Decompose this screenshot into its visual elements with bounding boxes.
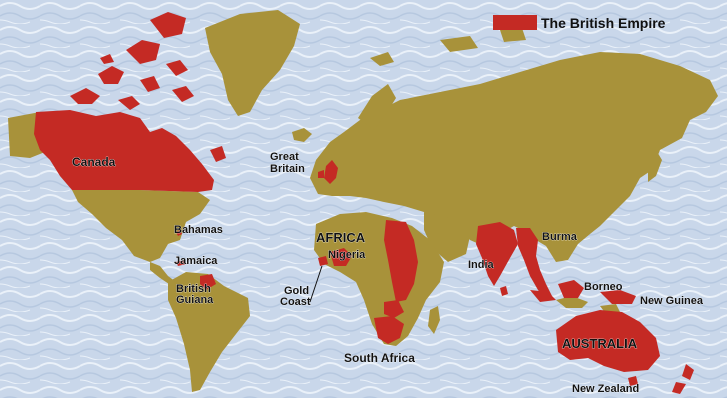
landmass-iceland [292,128,312,142]
label-australia: AUSTRALIA [562,336,638,351]
region-india [476,222,518,286]
label-gold-coast-line2: Coast [280,296,311,308]
landmass-arctic-russia-islands [370,28,526,66]
gold-coast-leader-line [309,265,323,303]
legend-swatch [493,15,537,30]
region-tasmania [628,376,638,386]
region-new-guinea [600,290,636,304]
label-bahamas: Bahamas [174,224,223,236]
region-borneo [558,280,584,298]
landmass-south-america [168,272,250,392]
landmass-madagascar [428,306,440,334]
region-new-zealand [672,364,694,394]
region-newfoundland [210,146,226,162]
landmass-central-america [150,262,176,286]
legend: The British Empire [493,15,666,31]
label-canada: Canada [72,155,116,169]
legend-label: The British Empire [541,15,666,31]
label-jamaica: Jamaica [174,255,218,267]
region-bahamas [176,230,182,236]
landmass-greenland [205,10,300,116]
region-ceylon [500,286,508,296]
region-nigeria [330,248,352,266]
region-south-africa [374,316,404,344]
region-great-britain [318,160,338,184]
label-british-guiana-line1: British [176,283,211,295]
label-burma: Burma [542,231,578,243]
label-great-britain-line2: Britain [270,163,305,175]
label-borneo: Borneo [584,281,623,293]
region-australia [556,310,660,372]
label-new-guinea: New Guinea [640,295,704,307]
label-new-zealand: New Zealand [572,383,639,395]
landmass-scandinavia [358,84,396,130]
label-great-britain-line1: Great [270,151,299,163]
region-british-guiana [200,274,216,290]
landmass-eurasia [310,52,718,262]
label-india: India [468,259,495,271]
label-british-guiana-line2: Guiana [176,294,214,306]
landmass-usa-mexico [72,190,210,262]
region-malaya-islands [530,290,556,302]
region-jamaica [176,260,186,266]
landmass-indonesia [556,296,620,314]
label-south-africa: South Africa [344,351,415,365]
region-gold-coast [318,256,328,266]
region-egypt-sudan-east-africa [384,220,418,302]
label-nigeria: Nigeria [328,249,366,261]
region-burma-malaya [516,228,552,300]
region-rhodesia [384,300,404,318]
label-africa: AFRICA [316,230,366,245]
label-gold-coast-line1: Gold [284,285,309,297]
region-canada-arctic-islands [70,12,194,110]
landmass-japan [648,150,662,182]
region-canada [34,110,214,192]
